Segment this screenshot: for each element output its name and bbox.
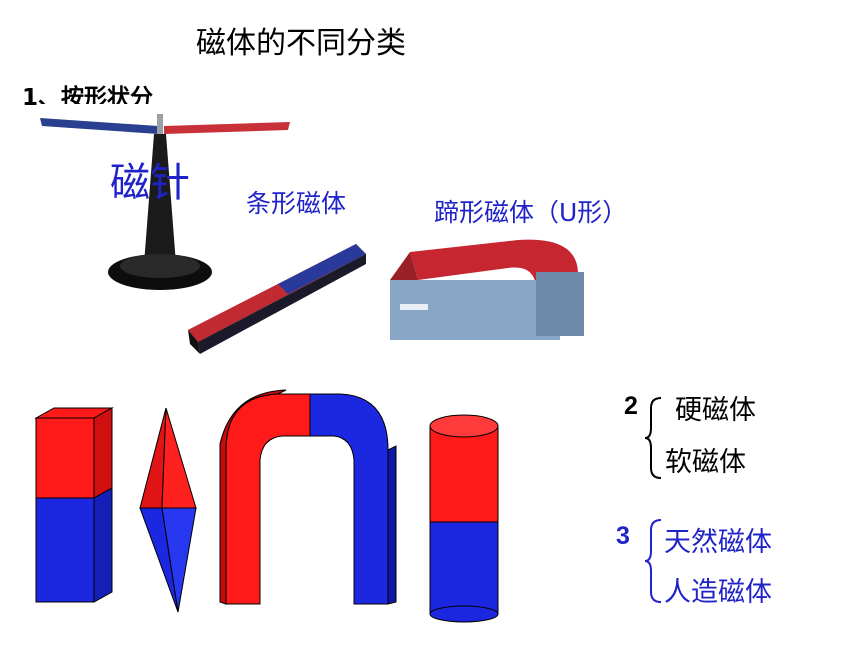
magnet-photo — [38, 104, 598, 366]
compass-needle-stand — [40, 114, 290, 290]
u-shape-magnet — [219, 389, 397, 605]
brace-icon — [644, 397, 662, 479]
compass-needle-label: 磁针 — [110, 160, 190, 206]
group-2-number: 2 — [624, 392, 638, 420]
slide-title: 磁体的不同分类 — [196, 26, 406, 61]
group-3-number: 3 — [616, 522, 630, 550]
artificial-magnet-label: 人造磁体 — [664, 577, 772, 608]
magnet-shapes-diagram — [34, 389, 499, 623]
bar-magnet — [188, 244, 366, 354]
cylinder-magnet — [429, 414, 499, 623]
hard-magnet-label: 硬磁体 — [675, 395, 756, 426]
horseshoe-magnet — [390, 239, 584, 340]
horseshoe-magnet-label: 蹄形磁体（U形） — [434, 198, 628, 227]
natural-magnet-label: 天然磁体 — [664, 527, 772, 558]
soft-magnet-label: 软磁体 — [665, 447, 746, 478]
rect-bar-magnet — [34, 407, 114, 603]
diamond-needle — [139, 407, 197, 613]
bar-magnet-label: 条形磁体 — [246, 189, 347, 218]
brace-icon — [644, 519, 662, 603]
